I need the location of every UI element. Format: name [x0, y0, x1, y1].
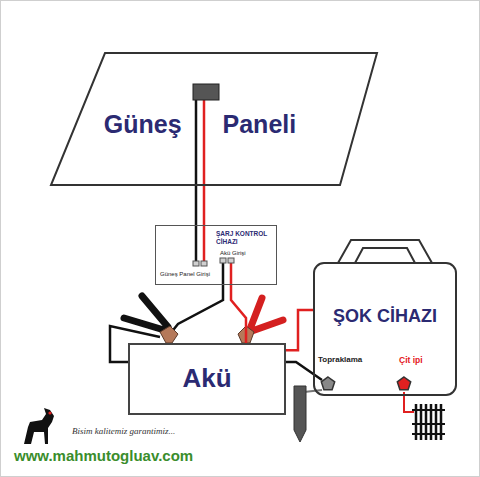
- device-wire: [286, 310, 313, 350]
- controller-title: ŞARJ KONTROL CİHAZI: [216, 230, 272, 246]
- shock-device: ŞOK CİHAZI Topraklama Çit ipi: [313, 238, 457, 396]
- fence: [412, 404, 445, 440]
- charge-controller: ŞARJ KONTROL CİHAZI Akü GirişiGüneş Panel…: [155, 225, 277, 285]
- solar-panel: Güneş Paneli: [50, 52, 378, 186]
- terminal-label: Güneş Panel Girişi: [160, 271, 210, 277]
- logo-goat: [48, 411, 51, 414]
- fence: [412, 410, 445, 434]
- fence-terminal: [397, 377, 410, 390]
- red-clamp: [250, 298, 283, 331]
- device-title: ŞOK CİHAZI: [333, 306, 437, 327]
- panel-title: Güneş Paneli: [104, 110, 296, 139]
- logo-goat: [24, 408, 54, 444]
- panel-wire: [203, 186, 206, 225]
- ground-rod: [294, 386, 306, 442]
- panel-wires: [203, 225, 206, 262]
- terminal-label: Topraklama: [318, 355, 362, 364]
- battery: Akü: [128, 343, 286, 415]
- ground-link: [304, 390, 322, 392]
- controller-terminals: [193, 258, 234, 266]
- black-clamp: [160, 326, 178, 343]
- black-clamp: [124, 296, 178, 343]
- terminal-label: Çit ipi: [399, 355, 423, 365]
- battery-wire: [231, 285, 246, 343]
- battery-title: Akü: [182, 363, 231, 394]
- logo-goat: [24, 408, 54, 444]
- controller-terminals: [201, 261, 207, 266]
- terminal-label: Akü Girişi: [220, 250, 246, 256]
- panel-outline: [51, 53, 377, 185]
- device-handle: [338, 240, 432, 263]
- logo-slogan: Bisim kalitemiz garantimiz...: [72, 426, 175, 436]
- controller-terminals: [193, 261, 199, 266]
- controller-terminals: [228, 258, 234, 263]
- logo-website: www.mahmutogluav.com: [14, 447, 193, 464]
- device-body: [314, 263, 456, 395]
- black-clamp: [124, 296, 168, 330]
- controller-terminals: [220, 258, 226, 263]
- junction-box: [193, 84, 219, 100]
- battery-wires: [230, 263, 233, 285]
- ground-terminal: [321, 377, 334, 390]
